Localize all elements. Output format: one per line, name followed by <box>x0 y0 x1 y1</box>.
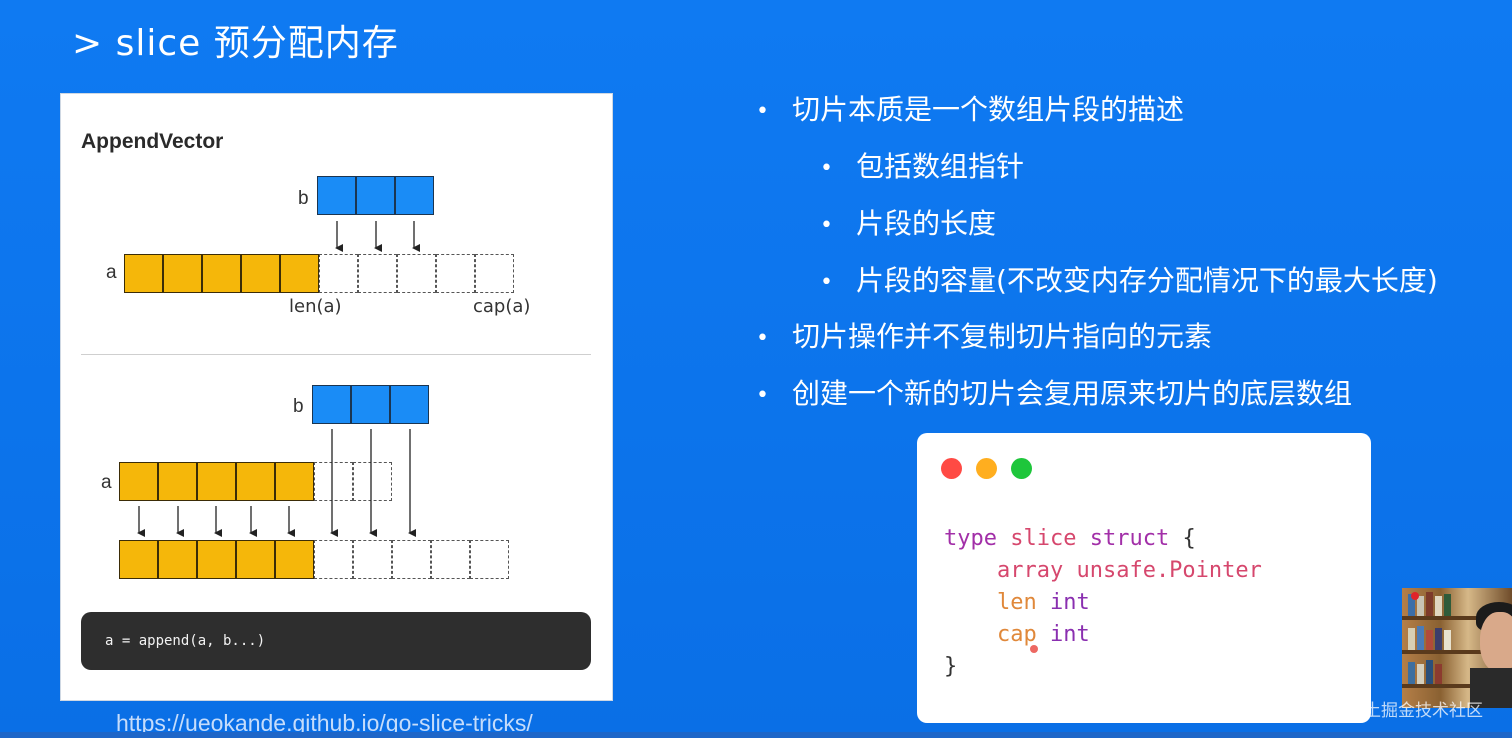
yellow-cell <box>280 254 319 293</box>
sub-bullet-item: •包括数组指针 <box>820 150 1025 183</box>
yellow-cell <box>163 254 202 293</box>
empty-cell <box>436 254 475 293</box>
close-dot-icon <box>941 458 962 479</box>
empty-cell <box>397 254 436 293</box>
len-label: len(a) <box>289 296 342 317</box>
slide-title: > slice 预分配内存 <box>72 23 399 64</box>
empty-cell <box>470 540 509 579</box>
yellow-cell <box>236 462 275 501</box>
yellow-cell <box>197 462 236 501</box>
bullet-item: •创建一个新的切片会复用原来切片的底层数组 <box>756 377 1353 410</box>
empty-cell <box>392 540 431 579</box>
blue-cell <box>317 176 356 215</box>
diagram-title: AppendVector <box>81 130 224 153</box>
empty-cell <box>353 462 392 501</box>
append-code-bar: a = append(a, b...) <box>81 612 591 670</box>
recording-indicator-icon <box>1411 592 1419 600</box>
yellow-cell <box>241 254 280 293</box>
watermark: @稀土掘金技术社区 <box>1330 701 1483 721</box>
blue-cell <box>312 385 351 424</box>
minimize-dot-icon <box>976 458 997 479</box>
yellow-cell <box>202 254 241 293</box>
top-b-array <box>317 176 434 215</box>
maximize-dot-icon <box>1011 458 1032 479</box>
empty-cell <box>314 540 353 579</box>
yellow-cell <box>119 462 158 501</box>
bullet-item: •切片操作并不复制切片指向的元素 <box>756 320 1213 353</box>
bullet-item: •切片本质是一个数组片段的描述 <box>756 93 1185 126</box>
bottom-bar <box>0 732 1512 738</box>
source-link[interactable]: https://ueokande.github.io/go-slice-tric… <box>116 710 533 736</box>
yellow-cell <box>197 540 236 579</box>
blue-cell <box>390 385 429 424</box>
top-b-label: b <box>298 188 309 209</box>
struct-code: type slice struct { array unsafe.Pointer… <box>944 526 1262 679</box>
yellow-cell <box>275 462 314 501</box>
arrows <box>137 221 420 537</box>
bottom-b-array <box>312 385 429 424</box>
sub-bullet-item: •片段的容量(不改变内存分配情况下的最大长度) <box>820 264 1438 297</box>
empty-cell <box>358 254 397 293</box>
append-vector-diagram: AppendVector b a len(a) cap(a) b a a = <box>60 93 613 701</box>
yellow-cell <box>158 540 197 579</box>
sub-bullet-item: •片段的长度 <box>820 207 997 240</box>
presenter-webcam <box>1402 588 1512 708</box>
empty-cell <box>475 254 514 293</box>
empty-cell <box>353 540 392 579</box>
mouse-cursor <box>1030 645 1038 653</box>
top-a-label: a <box>106 262 117 283</box>
yellow-cell <box>124 254 163 293</box>
empty-cell <box>431 540 470 579</box>
bottom-a-label: a <box>101 472 112 493</box>
yellow-cell <box>119 540 158 579</box>
blue-cell <box>356 176 395 215</box>
append-code: a = append(a, b...) <box>105 633 266 649</box>
yellow-cell <box>236 540 275 579</box>
cap-label: cap(a) <box>473 296 531 317</box>
bottom-a-array <box>119 462 392 501</box>
code-window: type slice struct { array unsafe.Pointer… <box>917 433 1371 723</box>
empty-cell <box>319 254 358 293</box>
section-divider <box>81 354 591 355</box>
empty-cell <box>314 462 353 501</box>
result-array <box>119 540 509 579</box>
blue-cell <box>351 385 390 424</box>
bottom-b-label: b <box>293 396 304 417</box>
top-a-array <box>124 254 514 293</box>
blue-cell <box>395 176 434 215</box>
yellow-cell <box>275 540 314 579</box>
yellow-cell <box>158 462 197 501</box>
